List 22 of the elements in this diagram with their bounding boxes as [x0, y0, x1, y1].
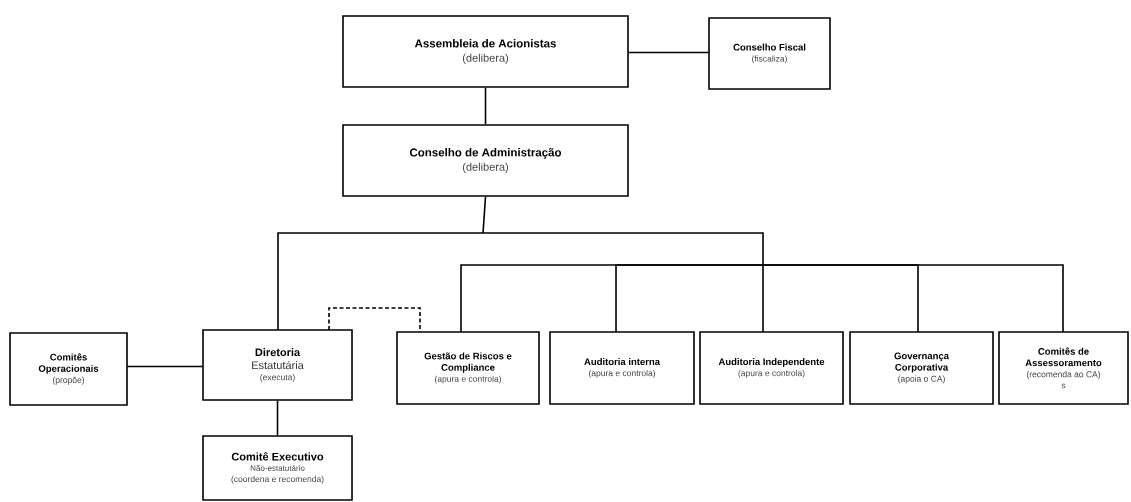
connector-line	[277, 232, 484, 331]
connector-line	[762, 264, 1064, 333]
org-box: Assembleia de Acionistas (delibera)	[342, 15, 629, 88]
org-box: Auditoria Independente (apura e controla)	[699, 331, 844, 405]
org-box: Comitês de Assessoramento (recomenda ao CA) s	[998, 331, 1129, 405]
connector-line	[126, 365, 204, 368]
connector-line	[627, 51, 710, 54]
connector-line	[484, 87, 487, 125]
org-box: Comitês Operacionais (propõe)	[9, 332, 128, 406]
org-box: Gestão de Riscos e Compliance (apura e controla)	[396, 331, 540, 405]
connector-line	[762, 264, 764, 333]
org-box: Conselho de Administração (delibera)	[342, 124, 629, 197]
org-box: Diretoria Estatutária (executa)	[202, 329, 353, 401]
connector-line	[328, 307, 421, 333]
connector-line	[482, 232, 764, 266]
org-box: Comitê Executivo Não-estatutário (coordena e recomenda)	[202, 435, 353, 501]
connector-line	[276, 400, 279, 436]
org-box: Auditoria interna (apura e controla)	[549, 331, 695, 405]
connector-line	[615, 264, 764, 333]
connector-line	[482, 196, 487, 234]
org-box: Governança Corporativa (apoia o CA)	[849, 331, 994, 405]
org-box: Conselho Fiscal (fiscaliza)	[708, 17, 831, 90]
